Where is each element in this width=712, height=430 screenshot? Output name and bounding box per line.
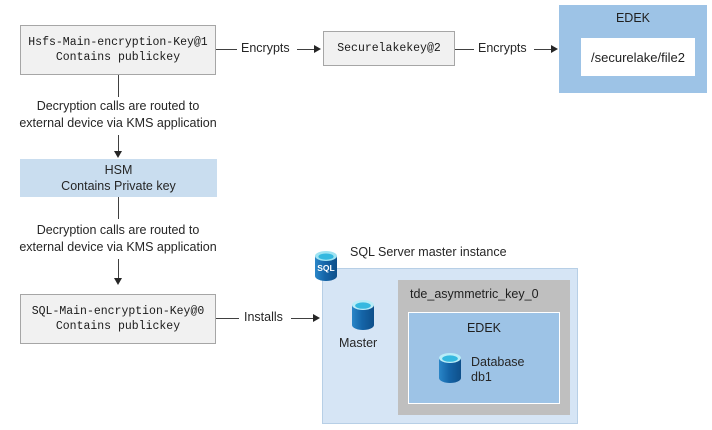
connector-installs-to-panel-line	[291, 318, 315, 319]
arrow-head-to-edek-top	[551, 44, 558, 53]
edge-label-installs: Installs	[244, 310, 283, 324]
sql-key-line1: SQL-Main-encryption-Key@0	[31, 305, 205, 318]
db1-label-line2: db1	[471, 370, 492, 384]
node-securelakekey[interactable]: Securelakekey@2	[323, 31, 455, 66]
note-decryption-calls-1: Decryption calls are routed to external …	[0, 98, 236, 132]
sql-server-icon: SQL	[311, 249, 341, 283]
svg-text:SQL: SQL	[317, 263, 334, 273]
sql-instance-label: SQL Server master instance	[350, 245, 507, 259]
note-2-line2: external device via KMS application	[19, 240, 217, 254]
db1-label-line1: Database	[471, 355, 525, 369]
connector-note1-to-hsm-line	[118, 135, 119, 152]
edek-bottom-title: EDEK	[466, 321, 502, 335]
securelakekey-line1: Securelakekey@2	[337, 42, 441, 55]
edek-top-title: EDEK	[615, 11, 651, 25]
tde-asymmetric-key-label: tde_asymmetric_key_0	[410, 287, 539, 301]
master-database-cylinder-icon	[349, 299, 377, 333]
edge-label-encrypts-2: Encrypts	[478, 41, 527, 55]
arrow-head-to-sql-key	[113, 278, 122, 285]
node-hsfs-main-encryption-key[interactable]: Hsfs-Main-encryption-Key@1 Contains publ…	[20, 25, 216, 75]
note-1-line2: external device via KMS application	[19, 116, 217, 130]
connector-hsfs-to-encrypts-line	[216, 49, 237, 50]
hsm-line2: Contains Private key	[61, 179, 176, 193]
connector-encrypts-to-edek-line	[534, 49, 553, 50]
connector-hsfs-down-line	[118, 75, 119, 97]
edge-label-encrypts-1: Encrypts	[241, 41, 290, 55]
arrow-head-to-hsm	[113, 151, 122, 158]
node-hsm[interactable]: HSM Contains Private key	[20, 159, 217, 197]
panel-edek-top: EDEK /securelake/file2	[559, 5, 707, 93]
arrow-head-to-securelakekey	[314, 44, 321, 53]
sql-key-line2: Contains publickey	[55, 320, 181, 333]
connector-sqlkey-to-installs-line	[216, 318, 239, 319]
db1-database-label: Database db1	[471, 355, 525, 385]
note-2-line1: Decryption calls are routed to	[36, 223, 200, 237]
connector-note2-to-sqlkey-line	[118, 259, 119, 279]
connector-securelake-to-encrypts-line	[455, 49, 474, 50]
connector-hsm-down-line	[118, 197, 119, 219]
db1-database-cylinder-icon	[436, 352, 464, 386]
connector-encrypts-to-securelake-line	[297, 49, 316, 50]
hsfs-key-line1: Hsfs-Main-encryption-Key@1	[28, 36, 208, 49]
note-1-line1: Decryption calls are routed to	[36, 99, 200, 113]
panel-edek-bottom: EDEK	[408, 312, 560, 404]
edek-top-file-box[interactable]: /securelake/file2	[581, 38, 695, 76]
edek-top-file-label: /securelake/file2	[591, 49, 685, 65]
hsfs-key-line2: Contains publickey	[55, 51, 181, 64]
node-sql-main-encryption-key[interactable]: SQL-Main-encryption-Key@0 Contains publi…	[20, 294, 216, 344]
arrow-head-to-sql-instance	[313, 313, 320, 322]
note-decryption-calls-2: Decryption calls are routed to external …	[0, 222, 236, 256]
master-database-label: Master	[339, 336, 378, 350]
hsm-line1: HSM	[104, 163, 133, 177]
